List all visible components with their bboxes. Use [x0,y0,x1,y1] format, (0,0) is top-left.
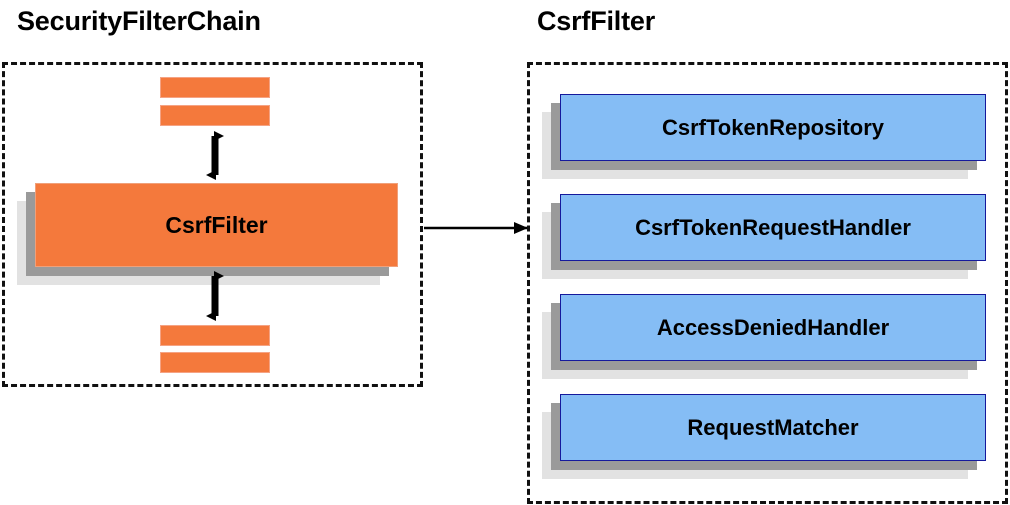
csrf-filter-box-label: CsrfFilter [35,183,398,267]
csrf-filter-box[interactable]: CsrfFilter [17,183,398,285]
filter-bar-bottom-2 [160,352,270,373]
filter-bar-top-1 [160,77,270,98]
request-matcher-box[interactable]: RequestMatcher [542,394,986,479]
security-filter-chain-panel [2,62,423,387]
csrf-token-repository-box[interactable]: CsrfTokenRepository [542,94,986,179]
page-title-security-filter-chain: SecurityFilterChain [17,6,261,36]
access-denied-handler-label: AccessDeniedHandler [560,294,986,361]
request-matcher-label: RequestMatcher [560,394,986,461]
access-denied-handler-box[interactable]: AccessDeniedHandler [542,294,986,379]
csrf-token-request-handler-box[interactable]: CsrfTokenRequestHandler [542,194,986,279]
csrf-filter-panel [527,62,1008,504]
csrf-token-repository-label: CsrfTokenRepository [560,94,986,161]
csrf-token-request-handler-label: CsrfTokenRequestHandler [560,194,986,261]
filter-bar-top-2 [160,105,270,126]
filter-bar-bottom-1 [160,325,270,346]
page-title-csrf-filter: CsrfFilter [537,6,656,36]
